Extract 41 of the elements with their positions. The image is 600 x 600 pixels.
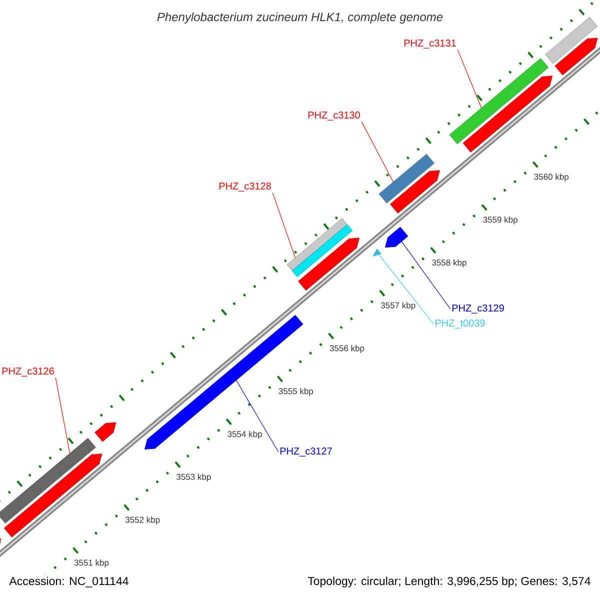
triangle-marker: [372, 248, 382, 257]
gene-bar: [292, 224, 353, 278]
scale-label: 3551 kbp: [74, 559, 109, 568]
gene-label: PHZ_c3130: [308, 112, 360, 120]
gene-block: [554, 38, 598, 76]
gene-label: PHZ_c3131: [404, 40, 456, 48]
title: Phenylobacterium zucineum HLK1, complete genome: [157, 12, 443, 24]
gene-label: PHZ_t0039: [436, 320, 485, 328]
scale-label: 3553 kbp: [176, 474, 211, 482]
gene-block: [298, 238, 360, 291]
gene-block: [384, 226, 408, 248]
leader-line: [272, 192, 296, 258]
gene-label: PHZ_c3126: [2, 368, 54, 376]
scale-label: 3558 kbp: [432, 259, 466, 268]
gene-bar: [545, 16, 598, 64]
leader-line: [378, 254, 434, 324]
leader-line: [401, 241, 451, 310]
scale-label: 3552 kbp: [125, 516, 160, 524]
scale-label: 3554 kbp: [228, 430, 262, 439]
gene-block: [462, 76, 553, 152]
gene-block: [4, 454, 102, 538]
scale-label: 3560 kbp: [534, 174, 569, 182]
gene-label: PHZ_c3129: [452, 304, 504, 314]
gene-bar: [378, 154, 434, 204]
leader-line: [361, 121, 394, 182]
gene-block: [390, 170, 440, 214]
footer-text: Topology: circular; Length: 3,996,255 bp; Genes: 3,574: [308, 576, 590, 588]
gene-bar: [449, 58, 549, 144]
footer-text: Accession: NC_011144: [9, 576, 128, 588]
leader-line: [55, 377, 70, 454]
gene-label: PHZ_c3128: [219, 182, 271, 192]
gene-bar: [286, 218, 348, 271]
scale-label: 3555 kbp: [278, 388, 314, 396]
scale-label: 3559 kbp: [483, 216, 518, 224]
gene-label: PHZ_c3127: [280, 448, 332, 456]
leader-line: [457, 49, 482, 108]
scale-label: 3557 kbp: [380, 302, 416, 310]
leader-line: [236, 380, 279, 452]
gene-block: [94, 422, 116, 442]
scale-label: 3556 kbp: [330, 345, 364, 353]
gene-bar: [0, 438, 96, 524]
